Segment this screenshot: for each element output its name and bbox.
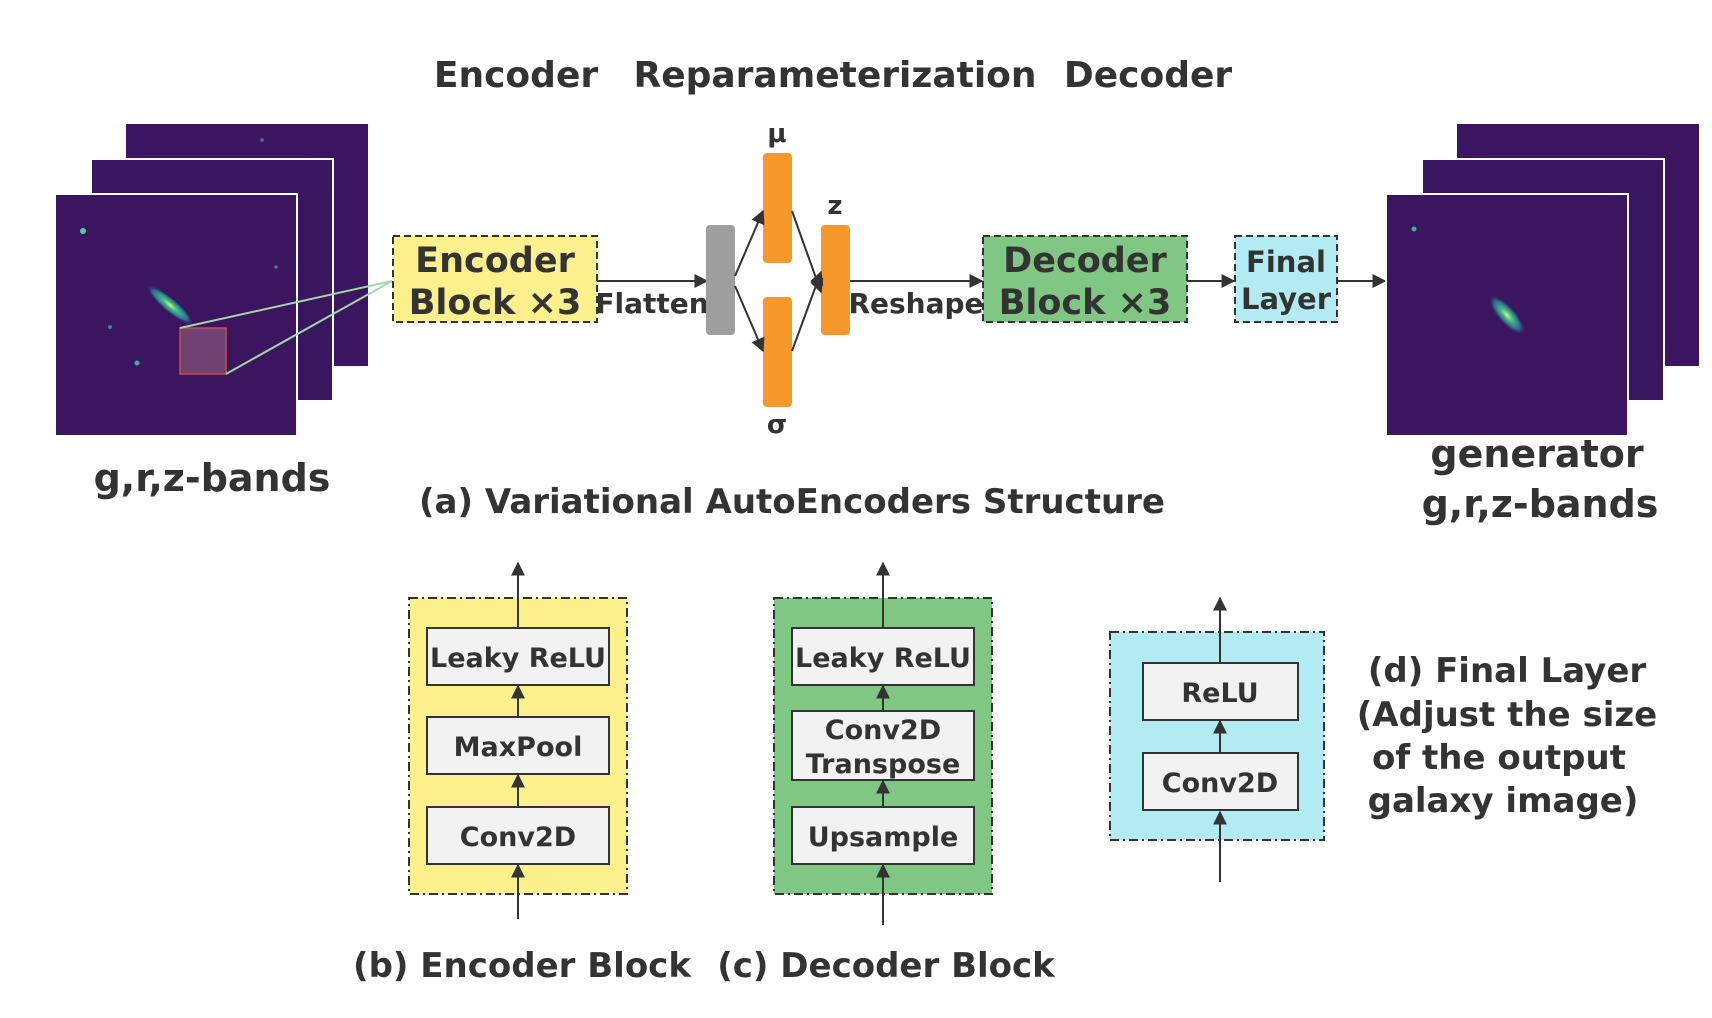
flatten-label: Flatten — [595, 287, 708, 320]
encoder-maxpool-label: MaxPool — [454, 732, 583, 763]
final-conv2d-label: Conv2D — [1162, 768, 1278, 799]
decoder-block-label-1: Decoder — [1003, 241, 1167, 281]
decoder-upsample-layer — [791, 806, 975, 865]
caption-d-line-3: of the output — [1372, 738, 1626, 778]
decoder-conv2d-label: Conv2D — [825, 715, 941, 746]
star — [108, 325, 112, 329]
encoder-maxpool-layer — [426, 716, 610, 775]
z-bar — [821, 225, 850, 335]
mu-bar — [763, 153, 792, 263]
output-galaxy — [1488, 294, 1526, 336]
reparameterization-heading: Reparameterization — [633, 55, 1036, 96]
output-caption-1: generator — [1430, 432, 1643, 476]
arrow-flatten-to-mu — [734, 209, 765, 277]
decoder-transpose-label: Transpose — [806, 749, 961, 780]
arrow-sigma-to-z — [791, 270, 824, 352]
final-layer-label-2: Layer — [1241, 282, 1332, 316]
flatten-bar — [706, 225, 735, 335]
final-relu-label: ReLU — [1181, 678, 1258, 709]
arrow-mu-to-z — [791, 210, 824, 294]
zoom-line-bottom — [225, 280, 393, 375]
star — [274, 265, 278, 269]
sigma-bar — [763, 297, 792, 407]
decoder-leakyrelu-label: Leaky ReLU — [795, 643, 971, 674]
star — [134, 360, 140, 366]
encoder-block-label-2: Block ×3 — [409, 283, 582, 323]
sigma-label: σ — [767, 410, 787, 440]
z-label: z — [827, 191, 842, 221]
caption-d-line-2: (Adjust the size — [1357, 695, 1657, 735]
encoder-block-x3 — [392, 235, 598, 323]
star — [80, 228, 86, 234]
encoder-block-label-1: Encoder — [415, 241, 575, 281]
input-galaxy — [146, 284, 194, 326]
encoder-conv2d-label: Conv2D — [460, 822, 576, 853]
input-image-stack — [54, 124, 393, 437]
output-caption-2: g,r,z-bands — [1422, 482, 1659, 526]
zoom-region — [179, 327, 227, 375]
final-layer-label-1: Final — [1246, 245, 1326, 279]
final-relu-layer — [1142, 662, 1299, 721]
mu-label: μ — [767, 119, 786, 149]
decoder-leakyrelu-layer — [791, 627, 975, 686]
arrow-flatten-to-sigma — [734, 285, 765, 353]
star — [1411, 226, 1417, 232]
encoder-conv2d-layer — [426, 806, 610, 865]
final-conv2d-layer — [1142, 752, 1299, 811]
decoder-upsample-label: Upsample — [808, 822, 959, 853]
encoder-heading: Encoder — [434, 55, 598, 96]
reshape-label: Reshape — [848, 287, 983, 320]
zoom-line-top — [179, 280, 393, 329]
caption-c: (c) Decoder Block — [717, 946, 1056, 986]
decoder-block-label-2: Block ×3 — [999, 283, 1172, 323]
decoder-heading: Decoder — [1064, 55, 1233, 96]
output-image-stack — [1385, 124, 1699, 437]
caption-b: (b) Encoder Block — [353, 946, 692, 986]
final-layer-box — [1234, 235, 1338, 323]
caption-d-line-4: galaxy image) — [1368, 781, 1639, 821]
input-caption: g,r,z-bands — [94, 456, 331, 500]
caption-d-line-1: (d) Final Layer — [1368, 651, 1647, 691]
decoder-conv2d-transpose-layer — [791, 710, 975, 781]
decoder-block-x3 — [982, 235, 1188, 323]
encoder-leakyrelu-label: Leaky ReLU — [430, 643, 606, 674]
star — [260, 138, 264, 142]
caption-a: (a) Variational AutoEncoders Structure — [419, 482, 1165, 522]
